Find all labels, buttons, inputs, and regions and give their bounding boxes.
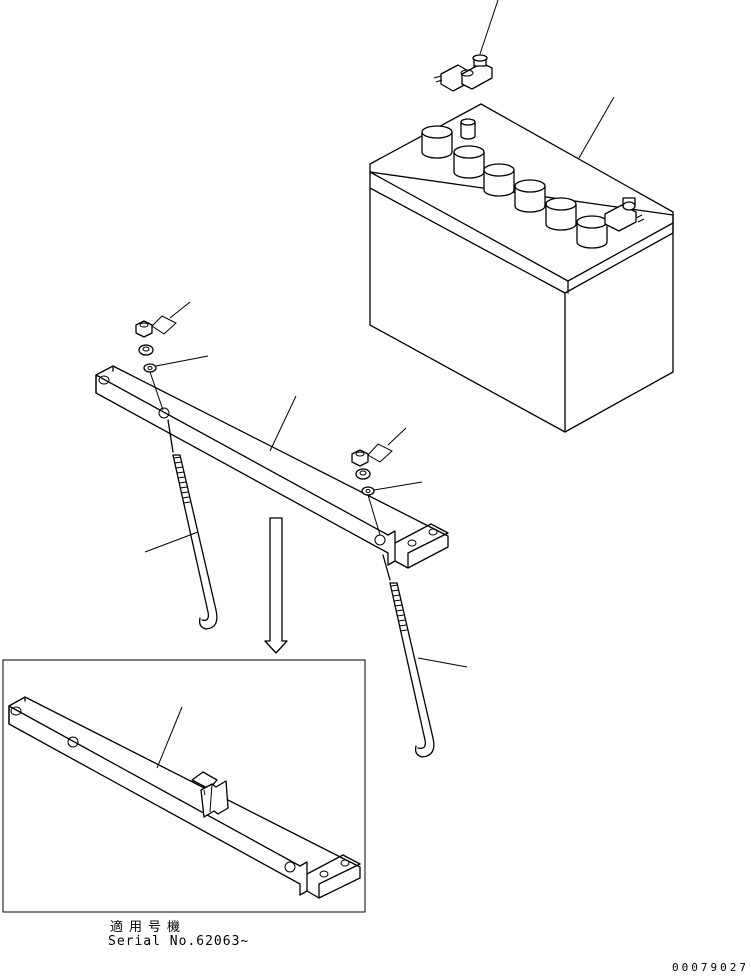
- detail-clip: [191, 771, 229, 818]
- bar-rod-hole-right: [374, 534, 386, 546]
- nut-tag-left: [151, 315, 177, 335]
- serial-number-label: Serial No.62063~: [108, 934, 250, 949]
- clamp-leader-line: [479, 0, 499, 55]
- drawing-code: 00079027: [672, 961, 749, 974]
- detail-box: [2, 659, 366, 913]
- right-nut-washer: [351, 427, 423, 536]
- battery-terminal-post: [460, 118, 476, 140]
- j-bolt-rod-right: [382, 554, 468, 758]
- hold-down-bar: [95, 365, 449, 569]
- left-nut-washer: [135, 301, 209, 411]
- nut-tag-right: [367, 443, 393, 463]
- detail-leader-line: [156, 706, 183, 769]
- battery: [369, 96, 674, 433]
- negative-terminal-clamp: [604, 197, 645, 232]
- bracket-hole-1: [407, 539, 417, 547]
- applicability-label: 適用号機: [110, 920, 187, 935]
- positive-terminal-clamp: [433, 0, 499, 92]
- detail-arrow: [264, 517, 288, 654]
- battery-cell-caps: [421, 125, 608, 249]
- bracket-hole-2: [428, 528, 438, 536]
- detail-hold-down-bar: [8, 696, 361, 899]
- battery-leader-line: [578, 96, 615, 159]
- bar-leader-line: [269, 395, 297, 452]
- bar-rod-hole-left: [158, 407, 170, 419]
- bar-end-hole: [98, 375, 110, 385]
- j-bolt-rod-left: [144, 419, 218, 630]
